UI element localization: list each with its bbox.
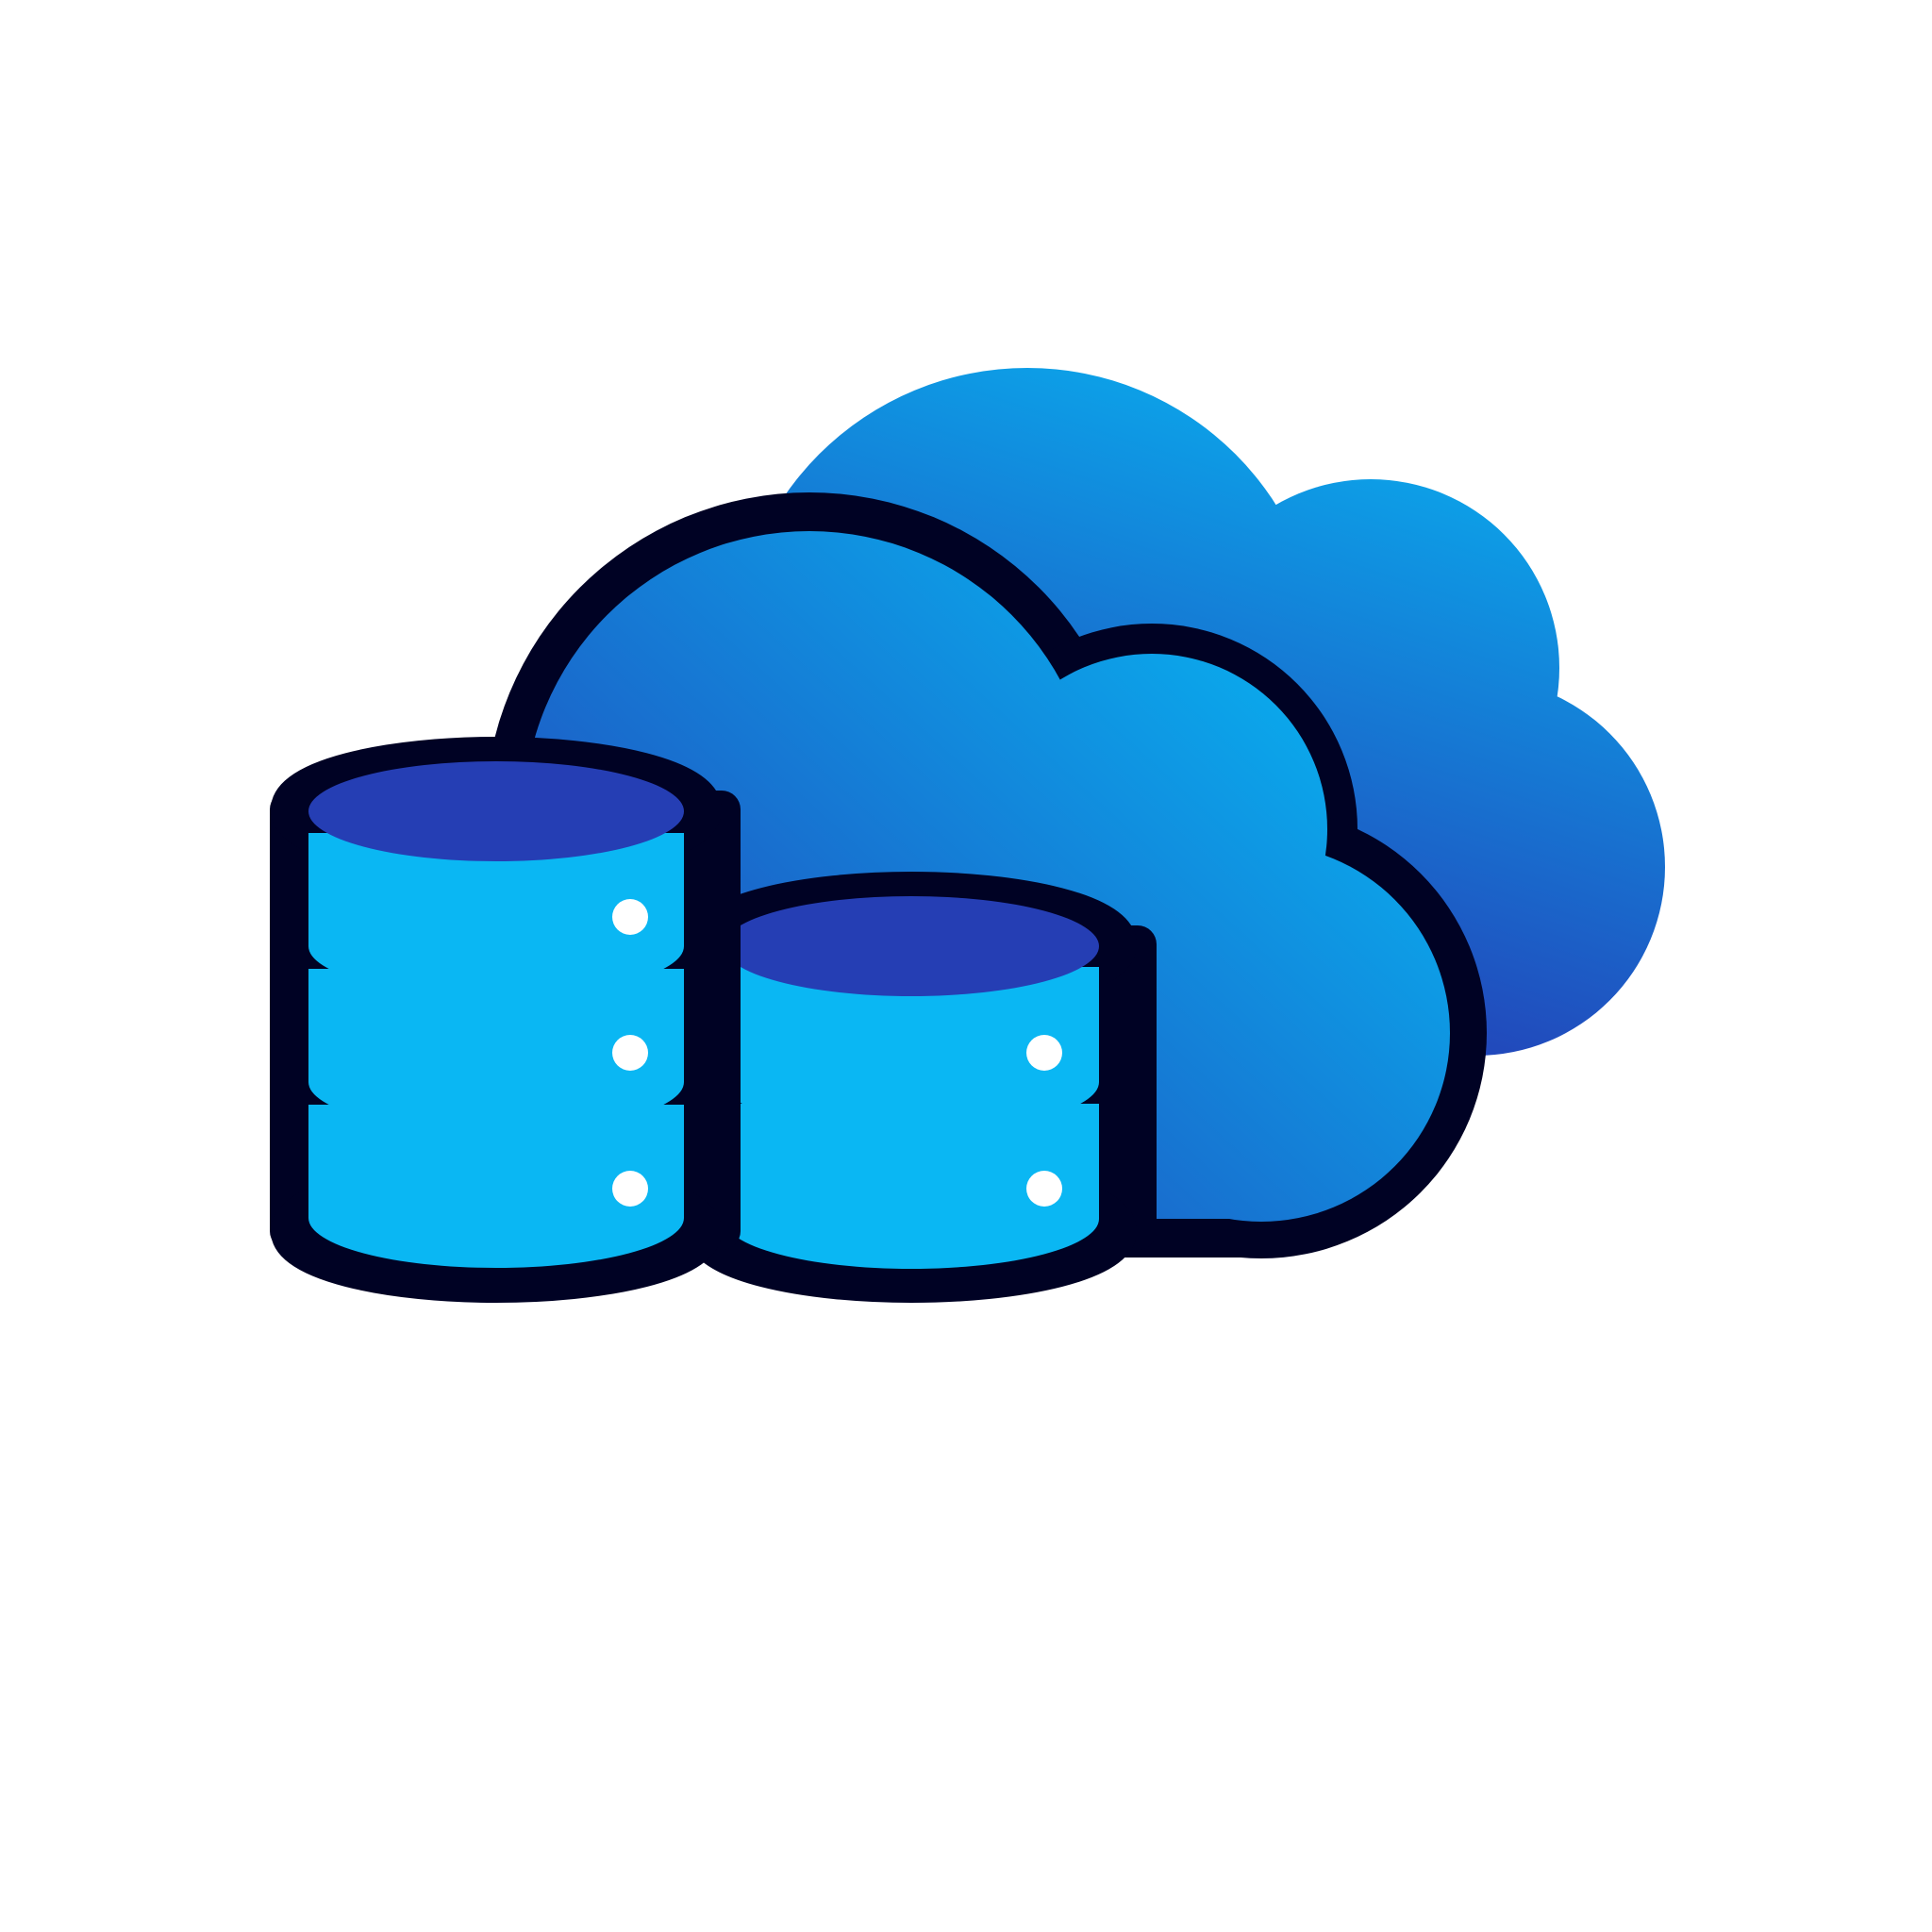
database-disk (308, 969, 684, 1132)
database-disk (724, 1104, 1099, 1269)
status-indicator-dot (612, 1035, 648, 1071)
database-disk (724, 967, 1099, 1132)
database-stack-right (685, 872, 1157, 1303)
database-disk (308, 833, 684, 996)
database-disk (308, 1105, 684, 1268)
status-indicator-dot (1026, 1171, 1062, 1207)
database-top (724, 896, 1099, 996)
status-indicator-dot (612, 899, 648, 935)
database-top (308, 761, 684, 861)
status-indicator-dot (612, 1171, 648, 1207)
status-indicator-dot (1026, 1035, 1062, 1071)
database-stack-left (270, 737, 741, 1303)
